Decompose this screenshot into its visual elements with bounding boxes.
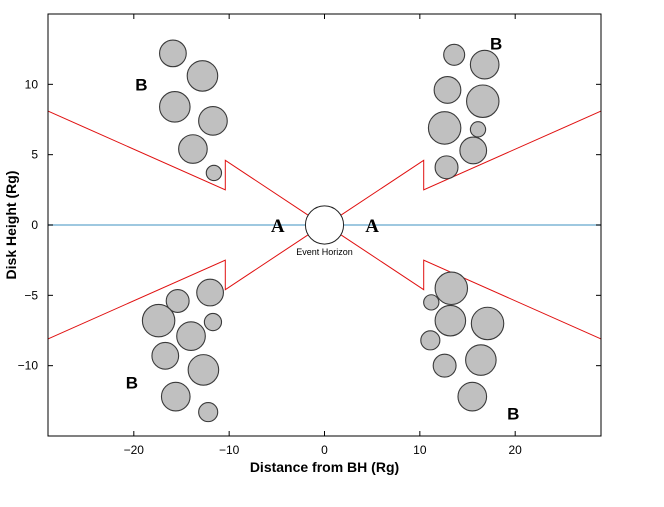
cloud xyxy=(469,121,487,138)
jet-outline-upper-left xyxy=(47,110,311,218)
cloud xyxy=(178,134,208,164)
y-axis-label: Disk Height (Rg) xyxy=(3,171,19,280)
jet-outline-upper-right xyxy=(338,110,602,218)
cloud xyxy=(187,354,220,386)
x-tick-label: 20 xyxy=(509,443,523,457)
event-horizon-circle xyxy=(304,205,345,245)
x-tick-label: 10 xyxy=(413,443,427,457)
cloud xyxy=(151,341,180,370)
black-hole-layer xyxy=(304,205,345,245)
cloud xyxy=(423,294,440,311)
jet-outline-lower-right xyxy=(338,232,602,340)
x-tick-label: −20 xyxy=(124,443,145,457)
region-b-label: B xyxy=(126,374,138,393)
x-tick-label: −10 xyxy=(219,443,240,457)
cloud xyxy=(433,76,462,104)
cloud xyxy=(160,381,191,412)
cloud xyxy=(466,84,500,118)
cloud xyxy=(203,312,223,332)
clouds-layer xyxy=(141,39,505,423)
axes-layer: −20 −10 0 10 20 −10 −5 0 5 10 xyxy=(18,13,602,457)
cloud xyxy=(434,304,467,337)
y-tick-label: 5 xyxy=(31,148,38,162)
region-b-label: B xyxy=(490,35,502,54)
cloud xyxy=(434,271,469,306)
cloud xyxy=(198,402,219,423)
event-horizon-label: Event Horizon xyxy=(296,247,353,257)
region-b-label: B xyxy=(135,75,147,94)
cloud xyxy=(443,43,466,66)
cloud xyxy=(465,344,497,376)
region-b-label: B xyxy=(507,404,519,423)
cloud xyxy=(457,381,488,412)
x-axis-label: Distance from BH (Rg) xyxy=(250,459,399,475)
cloud xyxy=(470,306,505,341)
jets-layer xyxy=(47,110,602,340)
cloud xyxy=(205,164,223,182)
region-a-label: A xyxy=(271,216,285,237)
cloud xyxy=(427,111,462,145)
y-tick-label: −10 xyxy=(18,359,39,373)
jet-outline-lower-left xyxy=(47,232,311,340)
region-labels-layer: A A B B B B xyxy=(126,35,520,424)
cloud xyxy=(459,136,488,165)
cloud xyxy=(469,49,500,80)
y-tick-label: 0 xyxy=(31,218,38,232)
region-a-label: A xyxy=(365,216,379,237)
cloud xyxy=(434,155,459,180)
cloud xyxy=(198,106,228,136)
cloud xyxy=(159,91,191,123)
y-tick-label: 10 xyxy=(25,77,39,91)
cloud xyxy=(186,60,219,92)
cloud xyxy=(420,330,441,351)
y-tick-label: −5 xyxy=(24,288,38,302)
cloud xyxy=(196,278,224,307)
cloud xyxy=(176,321,206,351)
cloud xyxy=(165,288,190,313)
x-tick-label: 0 xyxy=(321,443,328,457)
cloud xyxy=(432,353,457,378)
cloud xyxy=(141,303,176,338)
cloud xyxy=(159,39,187,68)
